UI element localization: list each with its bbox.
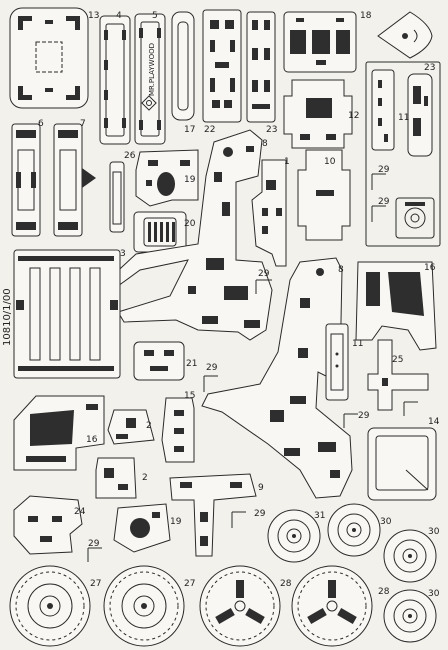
part-26-strip — [109, 161, 125, 233]
part-label: 29 — [358, 411, 370, 421]
part-13-panel — [9, 7, 89, 109]
part-label: 20 — [184, 219, 196, 229]
part-label: 22 — [204, 125, 215, 135]
part-1-upright — [251, 159, 287, 267]
part-label: 24 — [74, 507, 86, 517]
part-label: 29 — [378, 197, 390, 207]
part-4-rail — [99, 15, 131, 145]
part-label: 14 — [428, 417, 440, 427]
part-label: 6 — [38, 119, 44, 129]
tyre-27-a — [9, 565, 91, 647]
brand-logo — [141, 95, 157, 111]
part-label: 26 — [124, 151, 136, 161]
part-label: 23 — [424, 63, 435, 73]
wheel-31 — [267, 509, 321, 563]
wheel-30-c — [383, 589, 437, 643]
part-label: 19 — [170, 517, 182, 527]
brand-text: MR.PLAYWOOD — [148, 43, 156, 96]
part-hook — [377, 11, 433, 59]
part-label: 7 — [80, 119, 86, 129]
part-label: 2 — [146, 421, 152, 431]
part-label: 13 — [88, 11, 99, 21]
part-label: 30 — [380, 517, 392, 527]
part-23-frame — [365, 61, 441, 247]
part-16-cab-side — [355, 261, 437, 351]
part-20-grille — [133, 211, 187, 253]
part-label: 17 — [184, 125, 195, 135]
part-label: 29 — [88, 539, 100, 549]
part-label: 18 — [360, 11, 372, 21]
part-label: 28 — [280, 579, 292, 589]
part-9-crossbar — [169, 473, 257, 557]
part-2-lower — [95, 457, 137, 499]
part-25-bracket — [367, 339, 429, 411]
part-label: 1 — [284, 157, 290, 167]
part-label: 30 — [428, 527, 440, 537]
part-label: 9 — [258, 483, 264, 493]
part-label: 29 — [206, 363, 218, 373]
part-label: 30 — [428, 589, 440, 599]
part-label: 27 — [90, 579, 101, 589]
hub-28-a — [199, 565, 281, 647]
part-label: 2 — [142, 473, 148, 483]
part-label: 10 — [324, 157, 336, 167]
part-label: 27 — [184, 579, 195, 589]
part-29-brackets — [87, 173, 418, 562]
part-10-bracket — [297, 149, 351, 241]
part-label: 29 — [258, 269, 270, 279]
part-label: 11 — [398, 113, 409, 123]
part-6-frame — [11, 123, 41, 237]
part-5-rail — [134, 13, 166, 145]
part-label: 29 — [254, 509, 266, 519]
part-label: 23 — [266, 125, 277, 135]
part-label: 16 — [424, 263, 436, 273]
part-22-panel — [202, 9, 242, 123]
part-label: 8 — [338, 265, 344, 275]
part-7-frame — [53, 123, 96, 237]
part-label: 11 — [352, 339, 363, 349]
part-label: 28 — [378, 587, 390, 597]
part-24-plate — [13, 495, 83, 555]
part-label: 19 — [184, 175, 196, 185]
part-label: 5 — [152, 11, 158, 21]
part-label: 29 — [378, 165, 390, 175]
part-11-strip — [325, 323, 349, 401]
part-16-door — [13, 395, 105, 471]
part-15-plate — [161, 397, 195, 463]
part-label: 8 — [262, 139, 268, 149]
part-14-window — [367, 427, 437, 501]
part-19-seat — [135, 149, 199, 207]
part-label: 3 — [120, 249, 126, 259]
part-17-strip — [171, 11, 195, 121]
hub-28-b — [291, 565, 373, 647]
part-label: 4 — [116, 11, 122, 21]
part-label: 16 — [86, 435, 98, 445]
part-label: 31 — [314, 511, 325, 521]
part-18-panel — [283, 11, 357, 73]
part-21-panel — [133, 341, 185, 381]
part-12-bracket — [283, 79, 353, 149]
sheet-code-text: 10810/1/00 — [2, 288, 13, 346]
part-label: 15 — [184, 391, 195, 401]
part-8-chassis-upper — [109, 129, 273, 341]
part-23-panel — [246, 11, 276, 123]
part-label: 21 — [186, 359, 197, 369]
part-cooling-fan — [395, 197, 435, 239]
part-19-seat-lower — [113, 503, 171, 553]
part-2-upper — [107, 409, 155, 445]
part-3-ladder — [13, 249, 121, 379]
wheel-30-a — [327, 503, 381, 557]
part-label: 12 — [348, 111, 359, 121]
part-number-labels: 13 4 5 18 23 11 17 22 23 12 6 7 26 8 1 1… — [38, 11, 440, 599]
part-label: 25 — [392, 355, 403, 365]
wheel-30-b — [383, 529, 437, 583]
tyre-27-b — [103, 565, 185, 647]
